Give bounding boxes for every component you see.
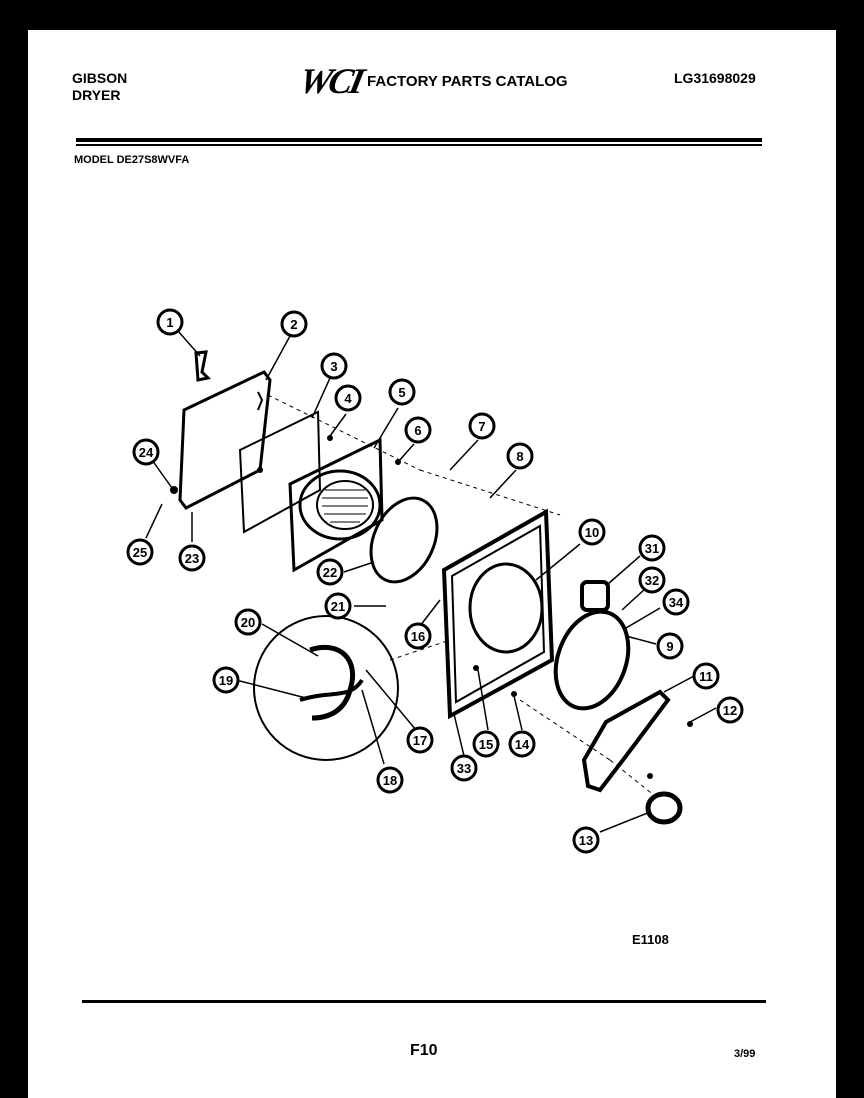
- callout-label-24: 24: [139, 445, 154, 460]
- callout-circle-7: [468, 412, 496, 440]
- header-rule-thick: [76, 138, 762, 142]
- callout-circle-11: [692, 662, 720, 690]
- callout-label-20: 20: [241, 615, 255, 630]
- part-inner-door: [288, 437, 384, 573]
- catalog-heading: WCI FACTORY PARTS CATALOG: [296, 60, 568, 102]
- callout-label-25: 25: [133, 545, 147, 560]
- header-rule-thin: [76, 144, 762, 146]
- part-door-panel: [178, 370, 272, 510]
- page-code: F10: [410, 1042, 438, 1059]
- catalog-page: GIBSON DRYER WCI FACTORY PARTS CATALOG L…: [28, 30, 836, 1098]
- callout-label-13: 13: [579, 833, 593, 848]
- callout-circle-18: [376, 766, 404, 794]
- callout-label-4: 4: [344, 391, 352, 406]
- model-number: MODEL DE27S8WVFA: [74, 154, 190, 166]
- callout-circle-5: [388, 378, 416, 406]
- detail-magnifier-circle: [253, 615, 399, 761]
- callout-circle-3: [320, 352, 348, 380]
- callout-label-7: 7: [478, 419, 485, 434]
- callout-circle-16: [404, 622, 432, 650]
- callout-circle-9: [656, 632, 684, 660]
- callout-label-15: 15: [479, 737, 493, 752]
- callout-label-6: 6: [414, 423, 421, 438]
- callout-label-31: 31: [645, 541, 659, 556]
- callout-label-34: 34: [669, 595, 684, 610]
- callout-circle-24: [132, 438, 160, 466]
- diagram-code: E1108: [632, 932, 669, 947]
- callout-circle-1: [156, 308, 184, 336]
- callout-label-17: 17: [413, 733, 427, 748]
- part-handle: [194, 350, 212, 382]
- part-door-window: [298, 469, 382, 541]
- callout-label-1: 1: [166, 315, 173, 330]
- callout-circle-10: [578, 518, 606, 546]
- callout-label-19: 19: [219, 673, 233, 688]
- callout-label-10: 10: [585, 525, 599, 540]
- callout-circle-32: [638, 566, 666, 594]
- callout-circle-13: [572, 826, 600, 854]
- callout-circle-31: [638, 534, 666, 562]
- brand-block: GIBSON DRYER: [72, 70, 127, 104]
- brand-name: GIBSON: [72, 70, 128, 86]
- callout-label-2: 2: [290, 317, 297, 332]
- callout-circle-22: [316, 558, 344, 586]
- callout-circle-19: [212, 666, 240, 694]
- callout-label-5: 5: [398, 385, 405, 400]
- part-drum-seal: [553, 609, 631, 711]
- callout-circle-14: [508, 730, 536, 758]
- callout-label-33: 33: [457, 761, 471, 776]
- revision-date: 3/99: [734, 1048, 756, 1060]
- callout-label-16: 16: [411, 629, 425, 644]
- callout-circle-33: [450, 754, 478, 782]
- callout-circle-25: [126, 538, 154, 566]
- callout-label-3: 3: [330, 359, 337, 374]
- callout-circle-23: [178, 544, 206, 572]
- callout-label-23: 23: [185, 551, 199, 566]
- callout-circle-20: [234, 608, 262, 636]
- part-bushing: [645, 791, 683, 825]
- part-door-seal: [369, 496, 439, 584]
- part-front-panel: [441, 508, 555, 720]
- product-type: DRYER: [72, 87, 121, 103]
- callout-label-12: 12: [723, 703, 737, 718]
- catalog-title: FACTORY PARTS CATALOG: [367, 72, 568, 90]
- callout-circle-8: [506, 442, 534, 470]
- footer-rule: [82, 1000, 766, 1003]
- part-screw: [170, 486, 178, 494]
- callout-circle-15: [472, 730, 500, 758]
- callout-label-32: 32: [645, 573, 659, 588]
- callout-circle-4: [334, 384, 362, 412]
- callout-label-22: 22: [323, 565, 337, 580]
- callout-label-8: 8: [516, 449, 523, 464]
- part-front-opening: [468, 562, 544, 654]
- part-hinge: [581, 689, 671, 793]
- callout-label-11: 11: [699, 669, 713, 684]
- part-switch: [580, 580, 610, 612]
- callout-circle-17: [406, 726, 434, 754]
- callout-label-14: 14: [515, 737, 530, 752]
- callout-circle-6: [404, 416, 432, 444]
- callout-label-21: 21: [331, 599, 345, 614]
- callout-circle-12: [716, 696, 744, 724]
- callout-circle-21: [324, 592, 352, 620]
- callout-label-18: 18: [383, 773, 397, 788]
- callout-circle-2: [280, 310, 308, 338]
- callout-circle-34: [662, 588, 690, 616]
- document-number: LG31698029: [674, 70, 756, 86]
- callout-label-9: 9: [666, 639, 673, 654]
- part-door-liner: [238, 410, 322, 534]
